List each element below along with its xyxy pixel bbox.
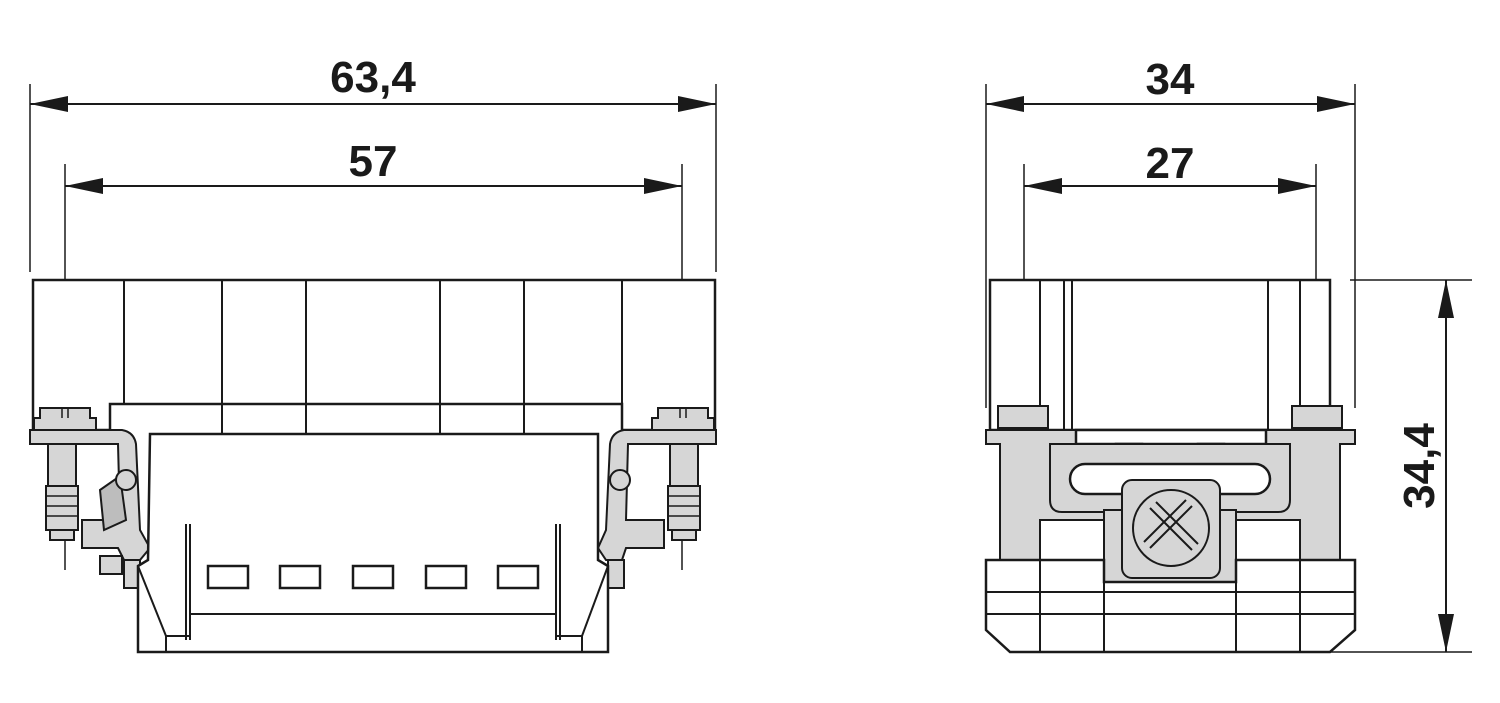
side-lower-body (984, 558, 1357, 654)
front-housing (31, 278, 717, 434)
contact-slot (424, 564, 468, 590)
dimension-label-front-inner-width: 57 (349, 137, 398, 186)
dimension-front-overall-width: 63,4 (30, 53, 716, 112)
contact-slot (496, 564, 540, 590)
front-right-bracket (596, 429, 717, 589)
dimension-side-inner-depth: 27 (1024, 139, 1316, 194)
contact-slot (351, 564, 395, 590)
dimension-height: 34,4 (1395, 280, 1454, 652)
dimension-label-side-inner-depth: 27 (1146, 139, 1195, 188)
contact-slot (206, 564, 250, 590)
dimension-side-overall-depth: 34 (986, 55, 1355, 112)
side-view: 34 27 34,4 (984, 55, 1472, 654)
front-right-screw (651, 407, 715, 541)
contact-slot (278, 564, 322, 590)
dimension-front-inner-width: 57 (65, 137, 682, 194)
dimension-label-side-overall-depth: 34 (1146, 55, 1195, 104)
dimension-label-height: 34,4 (1395, 423, 1444, 509)
front-left-screw (33, 407, 97, 541)
front-insert-body (136, 432, 610, 654)
front-left-bracket (29, 429, 152, 589)
side-center-knob (1103, 479, 1237, 583)
front-view: 63,4 57 (29, 53, 717, 654)
dimension-label-front-overall-width: 63,4 (330, 53, 416, 102)
